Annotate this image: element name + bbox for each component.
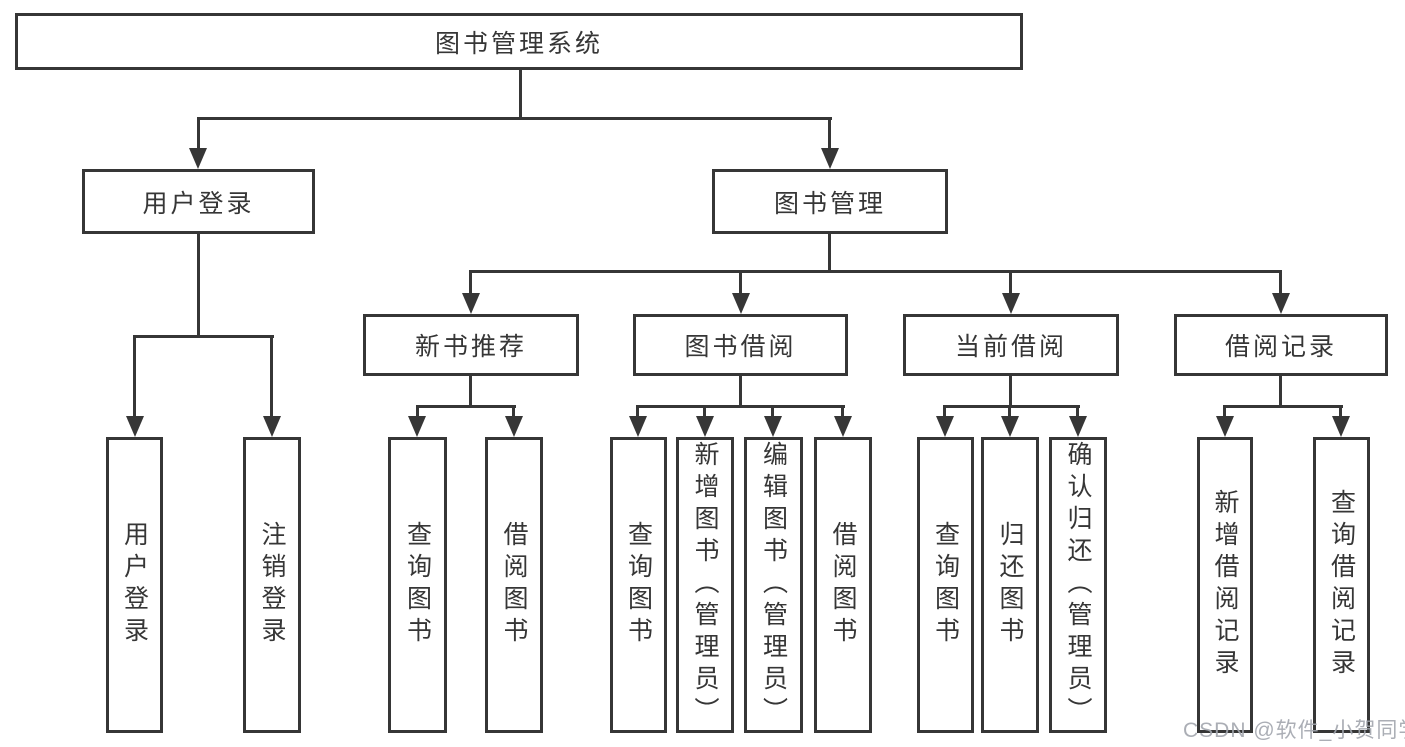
connector-root-drop [519,70,522,117]
arrow-down-icon [696,416,714,437]
connector-stem [133,335,136,419]
node-user-login: 用户登录 [82,169,315,234]
connector-stem [1008,405,1011,419]
leaf-query-books-borrowing: 查询图书 [610,437,667,733]
connector-drop [1009,376,1012,405]
connector-stem [512,405,515,419]
node-system-root: 图书管理系统 [15,13,1023,70]
arrow-down-icon [1002,293,1020,314]
arrow-down-icon [189,148,207,169]
connector-stem [197,117,200,150]
connector-stem [416,405,419,419]
leaf-label: 查询图书 [624,521,653,649]
arrow-down-icon [505,416,523,437]
connector-stem [636,405,639,419]
arrow-down-icon [732,293,750,314]
arrow-down-icon [1216,416,1234,437]
arrow-down-icon [821,148,839,169]
connector-user-login-rail [133,335,274,338]
leaf-label: 查询图书 [403,521,432,649]
connector-level2-rail [197,117,832,120]
connector-stem [270,335,273,419]
connector-stem [703,405,706,419]
node-book-borrowing: 图书借阅 [633,314,848,376]
connector-stem [1279,270,1282,297]
leaf-label: 编辑图书（管理员） [759,441,788,729]
leaf-label: 查询图书 [931,521,960,649]
connector-user-login-drop [197,234,200,335]
leaf-label: 查询借阅记录 [1327,489,1356,681]
leaf-add-borrow-record: 新增借阅记录 [1197,437,1253,733]
leaf-label: 借阅图书 [500,521,528,649]
leaf-add-book-admin: 新增图书（管理员） [676,437,734,733]
leaf-return-book: 归还图书 [981,437,1039,733]
connector-stem [771,405,774,419]
node-book-management: 图书管理 [712,169,948,234]
connector-stem [841,405,844,419]
arrow-down-icon [263,416,281,437]
arrow-down-icon [1001,416,1019,437]
connector-rail [944,405,1080,408]
connector-drop [1279,376,1282,405]
connector-book-mgmt-drop [828,234,831,270]
connector-drop [739,376,742,405]
arrow-down-icon [408,416,426,437]
node-new-book-recommendation: 新书推荐 [363,314,579,376]
connector-drop [469,376,472,405]
connector-stem [1009,270,1012,297]
arrow-down-icon [936,416,954,437]
arrow-down-icon [1069,416,1087,437]
connector-rail [416,405,516,408]
node-borrowing-records: 借阅记录 [1174,314,1388,376]
leaf-query-books-current: 查询图书 [917,437,974,733]
connector-stem [1076,405,1079,419]
connector-stem [1339,405,1342,419]
arrow-down-icon [1332,416,1350,437]
leaf-label: 新增图书（管理员） [691,441,719,729]
leaf-user-login: 用户登录 [106,437,163,733]
leaf-label: 用户登录 [120,521,149,649]
connector-stem [739,270,742,297]
leaf-borrow-books-borrowing: 借阅图书 [814,437,872,733]
leaf-label: 注销登录 [258,521,286,649]
leaf-query-books-recommend: 查询图书 [388,437,447,733]
connector-stem [1223,405,1226,419]
connector-level3-rail [469,270,1282,273]
arrow-down-icon [764,416,782,437]
node-current-borrowing: 当前借阅 [903,314,1119,376]
arrow-down-icon [126,416,144,437]
leaf-edit-book-admin: 编辑图书（管理员） [744,437,803,733]
arrow-down-icon [629,416,647,437]
connector-rail [1223,405,1343,408]
connector-stem [469,270,472,297]
leaf-label: 确认归还（管理员） [1064,441,1092,729]
leaf-label: 归还图书 [996,521,1024,649]
leaf-query-borrow-record: 查询借阅记录 [1313,437,1370,733]
arrow-down-icon [1272,293,1290,314]
leaf-label: 新增借阅记录 [1211,489,1239,681]
connector-rail [636,405,845,408]
arrow-down-icon [462,293,480,314]
leaf-label: 借阅图书 [829,521,857,649]
arrow-down-icon [834,416,852,437]
leaf-confirm-return-admin: 确认归还（管理员） [1049,437,1107,733]
leaf-logout: 注销登录 [243,437,301,733]
leaf-borrow-books-recommend: 借阅图书 [485,437,543,733]
watermark: CSDN @软件_小贺同学 [1183,719,1405,742]
connector-stem [828,117,831,150]
connector-stem [943,405,946,419]
